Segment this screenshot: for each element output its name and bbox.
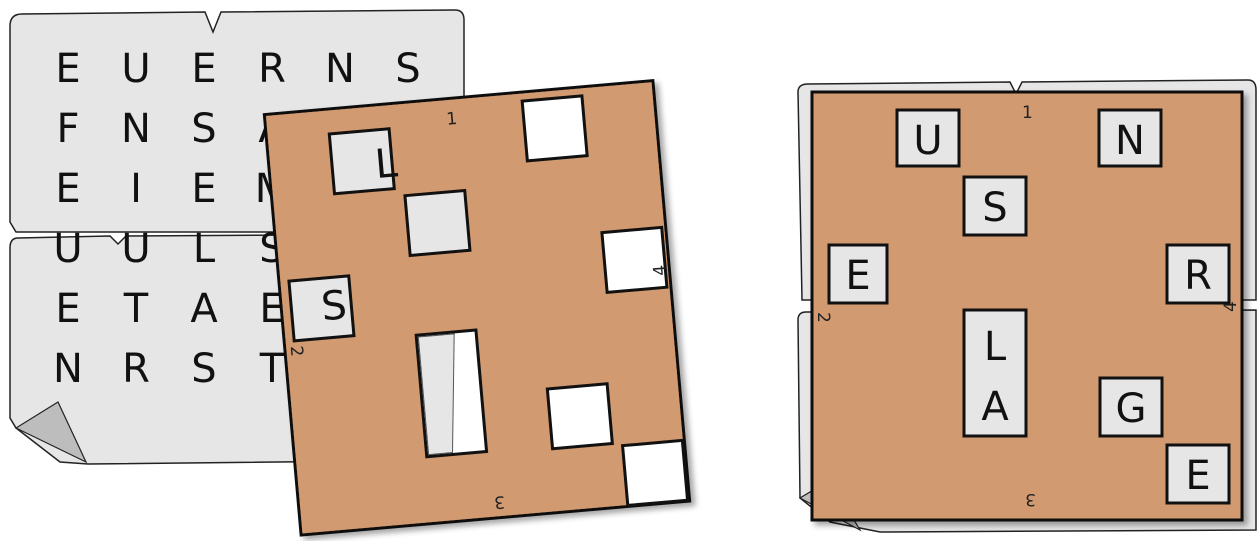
paper-curl [14,401,88,464]
solved-tile-s: S [962,175,1028,237]
grid-letter: U [121,226,150,272]
solved-tile-n: N [1097,108,1163,168]
grid-letter: S [191,346,216,392]
solved-number-top: 1 [1022,103,1033,123]
solved-tile-letter: E [1185,453,1210,499]
solved-puzzle: 1 2 3 4 U N S E R L A [797,79,1257,533]
stencil-number-bottom: 3 [493,491,506,512]
solved-tile-r: R [1165,243,1231,305]
grid-letter: U [53,226,82,272]
grid-letter: E [191,46,216,92]
stencil-number-left: 2 [286,345,307,358]
grid-letter: R [258,46,286,92]
solved-tile-letter: L [984,324,1007,370]
stencil-window [327,127,396,196]
grid-letter: U [121,46,150,92]
stencil-window [600,225,669,295]
stencil-number-right: 4 [650,264,671,277]
stencil-window [520,94,589,163]
stencil-windows: L S 1 2 3 4 [286,94,690,512]
grid-letter: N [53,346,83,392]
stencil-window [545,382,614,451]
solved-tile-e-bottom: E [1165,443,1231,505]
solved-number-right: 4 [1221,301,1241,312]
solved-tile-letter: N [1115,118,1145,164]
grid-letter: E [55,166,80,212]
grid-letter: N [325,46,355,92]
grid-letter: E [55,46,80,92]
solved-number-left: 2 [813,312,833,323]
solved-tile-e-left: E [827,243,889,305]
solved-tile-u: U [895,108,961,168]
stencil-window [403,188,472,258]
grid-letter: N [121,106,151,152]
solved-number-bottom: 3 [1025,489,1036,509]
stencil-window [287,274,356,343]
solved-tile-letter: E [845,253,870,299]
solved-tile-letter: A [981,384,1009,430]
grid-letter: L [193,226,216,272]
grid-letter: I [130,166,142,212]
grid-letter: S [395,46,420,92]
solved-tile-la: L A [962,308,1028,438]
stencil-number-top: 1 [446,109,459,130]
grid-letter: E [55,286,80,332]
grid-letter: T [259,346,285,392]
grid-letter: T [123,286,149,332]
stencil-window-letter: S [319,282,348,330]
solved-tile-letter: G [1116,386,1147,432]
solved-tile-g: G [1098,376,1164,438]
stencil-window-letter: L [373,140,400,188]
paper-edge-in-window [417,333,455,456]
grid-letter: F [56,106,79,152]
solved-tile-letter: R [1184,253,1212,299]
solved-tile-letter: S [982,185,1007,231]
grid-letter: A [190,286,218,332]
grid-letter: S [191,106,216,152]
stencil-window [620,438,690,508]
solved-tile-letter: U [913,118,942,164]
grid-letter: E [191,166,216,212]
grid-letter: R [122,346,150,392]
